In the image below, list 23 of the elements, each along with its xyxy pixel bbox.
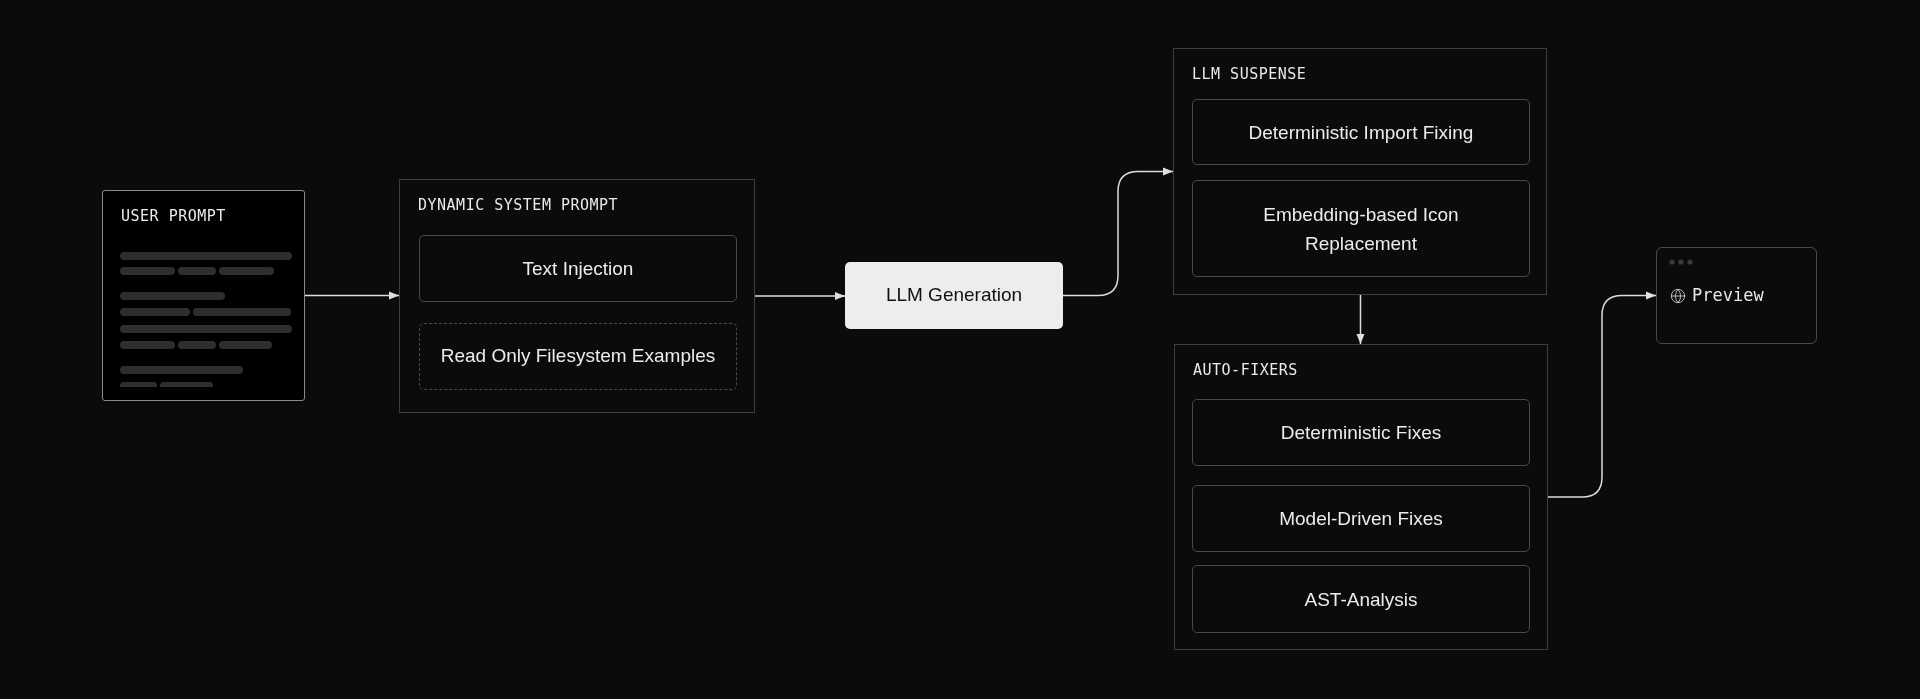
dashed-process-box: Read Only Filesystem Examples <box>419 323 737 390</box>
process-box: LLM Generation <box>845 262 1063 329</box>
panel-heading: LLM SUSPENSE <box>1192 64 1307 85</box>
group-panel <box>399 179 755 413</box>
panel-heading: AUTO-FIXERS <box>1193 360 1298 381</box>
arrow <box>754 291 846 301</box>
process-box: Model-Driven Fixes <box>1192 485 1530 552</box>
arrow <box>1062 167 1174 297</box>
arrow <box>304 291 400 300</box>
prompt-document-card <box>102 190 305 401</box>
group-panel <box>1174 344 1548 650</box>
preview-label: Preview <box>1692 284 1764 307</box>
process-box: AST-Analysis <box>1192 565 1530 633</box>
process-box: Deterministic Fixes <box>1192 399 1530 466</box>
arrow <box>1356 294 1365 345</box>
arrow <box>1547 291 1657 498</box>
group-panel <box>1173 48 1547 295</box>
process-box: Deterministic Import Fixing <box>1192 99 1530 165</box>
panel-heading: USER PROMPT <box>121 206 226 227</box>
preview-window <box>1656 247 1817 344</box>
panel-heading: DYNAMIC SYSTEM PROMPT <box>418 195 619 216</box>
process-box: Embedding-based Icon Replacement <box>1192 180 1530 277</box>
process-box: Text Injection <box>419 235 737 302</box>
